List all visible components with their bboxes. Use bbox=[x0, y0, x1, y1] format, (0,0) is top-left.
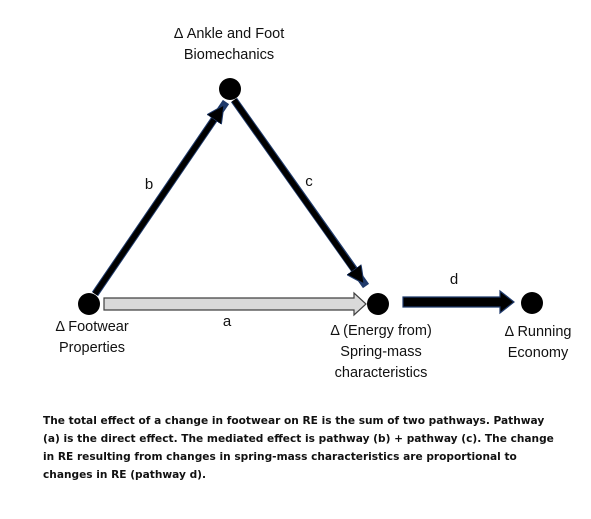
node-economy-line-1: Δ Running bbox=[504, 324, 572, 340]
node-economy-line-2: Economy bbox=[507, 345, 569, 361]
caption-line-4: changes in RE (pathway d). bbox=[43, 469, 207, 481]
node-energy-line-1: Δ (Energy from) bbox=[330, 323, 432, 339]
node-biomechanics-label: Δ Ankle and Foot Biomechanics bbox=[174, 24, 284, 66]
node-energy-dot bbox=[367, 293, 389, 315]
edge-d-arrow bbox=[402, 289, 515, 315]
caption-line-2: (a) is the direct effect. The mediated e… bbox=[43, 433, 554, 445]
node-footwear-label: Δ Footwear Properties bbox=[55, 317, 128, 359]
node-economy-label: Δ Running Economy bbox=[505, 322, 572, 364]
node-footwear-line-2: Properties bbox=[58, 340, 126, 356]
caption-line-1: The total effect of a change in footwear… bbox=[43, 415, 545, 427]
node-footwear-dot bbox=[78, 293, 100, 315]
node-biomechanics-line-2: Biomechanics bbox=[183, 47, 275, 63]
node-economy-dot bbox=[521, 292, 543, 314]
caption-line-3: in RE resulting from changes in spring-m… bbox=[43, 451, 517, 463]
edge-a-label: a bbox=[222, 313, 232, 330]
edge-d-label: d bbox=[449, 271, 459, 288]
edge-b-label: b bbox=[144, 176, 154, 193]
edge-c-arrow bbox=[230, 97, 370, 289]
edge-c-label: c bbox=[305, 173, 313, 190]
node-footwear-line-1: Δ Footwear bbox=[55, 319, 129, 335]
node-energy-line-3: characteristics bbox=[334, 365, 428, 381]
edge-b-arrow bbox=[91, 99, 230, 297]
edge-a-arrow bbox=[103, 291, 367, 317]
node-energy-label: Δ (Energy from) Spring-mass characterist… bbox=[330, 321, 432, 384]
diagram-caption: The total effect of a change in footwear… bbox=[43, 412, 554, 484]
node-biomechanics-line-1: Δ Ankle and Foot bbox=[173, 26, 285, 42]
node-biomechanics-dot bbox=[219, 78, 241, 100]
node-energy-line-2: Spring-mass bbox=[340, 344, 422, 360]
